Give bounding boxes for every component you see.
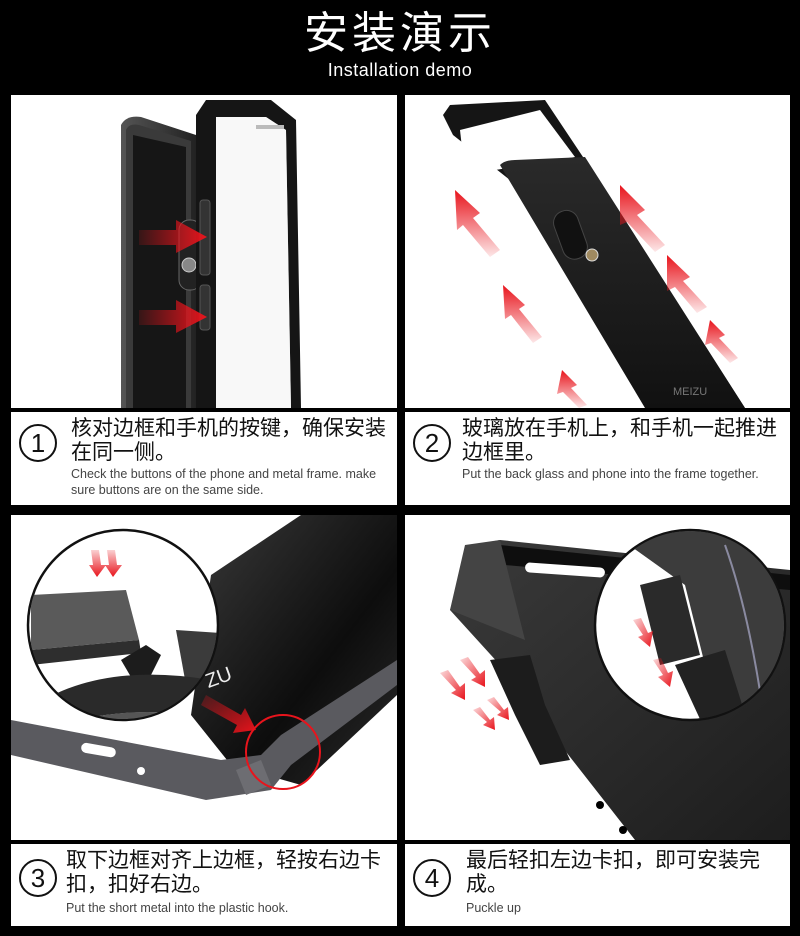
step-4-text-en: Puckle up [466, 901, 521, 915]
step-3-image: ZU [11, 515, 397, 840]
step-2-image: MEIZU [405, 95, 790, 408]
step-number-badge: 2 [413, 424, 451, 462]
step-4-image [405, 515, 790, 840]
buckle-closeup-illustration [440, 528, 790, 840]
page-title: 安装演示 [304, 8, 496, 59]
step-4-caption: 4 最后轻扣左边卡扣，即可安装完成。 Puckle up [405, 840, 790, 926]
step-2-caption: 2 玻璃放在手机上，和手机一起推进边框里。 Put the back glass… [405, 408, 790, 505]
step-panel-1: 1 核对边框和手机的按键，确保安装在同一侧。 Check the buttons… [11, 95, 397, 505]
step-1-image [11, 95, 397, 408]
step-2-text-cn: 玻璃放在手机上，和手机一起推进边框里。 [462, 416, 777, 464]
step-1-text-cn: 核对边框和手机的按键，确保安装在同一侧。 [71, 416, 386, 464]
hook-closeup-illustration: ZU [11, 515, 397, 800]
page-header: 安装演示 Installation demo [0, 0, 800, 90]
phone-frame-illustration [121, 100, 301, 408]
step-number-badge: 3 [19, 859, 57, 897]
step-3-text-en: Put the short metal into the plastic hoo… [66, 901, 289, 915]
step-4-text-cn: 最后轻扣左边卡扣，即可安装完成。 [466, 848, 760, 896]
step-3-caption: 3 取下边框对齐上边框，轻按右边卡扣，扣好右边。 Put the short m… [11, 840, 397, 926]
step-1-text-en: Check the buttons of the phone and metal… [71, 467, 377, 497]
step-panel-3: ZU 3 取下边框对齐上边框，轻按右边卡扣，扣好右边。 Put the shor… [11, 515, 397, 926]
step-number-badge: 1 [19, 424, 57, 462]
step-panel-2: MEIZU 2 玻璃放在手机上，和手机一起推进边框里。 Put the back… [405, 95, 790, 505]
phone-into-frame-illustration: MEIZU [443, 100, 745, 408]
step-panel-4: 4 最后轻扣左边卡扣，即可安装完成。 Puckle up [405, 515, 790, 926]
step-3-text-cn: 取下边框对齐上边框，轻按右边卡扣，扣好右边。 [66, 848, 381, 896]
step-2-text-en: Put the back glass and phone into the fr… [462, 467, 759, 481]
step-1-caption: 1 核对边框和手机的按键，确保安装在同一侧。 Check the buttons… [11, 408, 397, 505]
svg-text:MEIZU: MEIZU [673, 386, 707, 398]
step-number-badge: 4 [413, 859, 451, 897]
page-subtitle: Installation demo [327, 60, 473, 80]
